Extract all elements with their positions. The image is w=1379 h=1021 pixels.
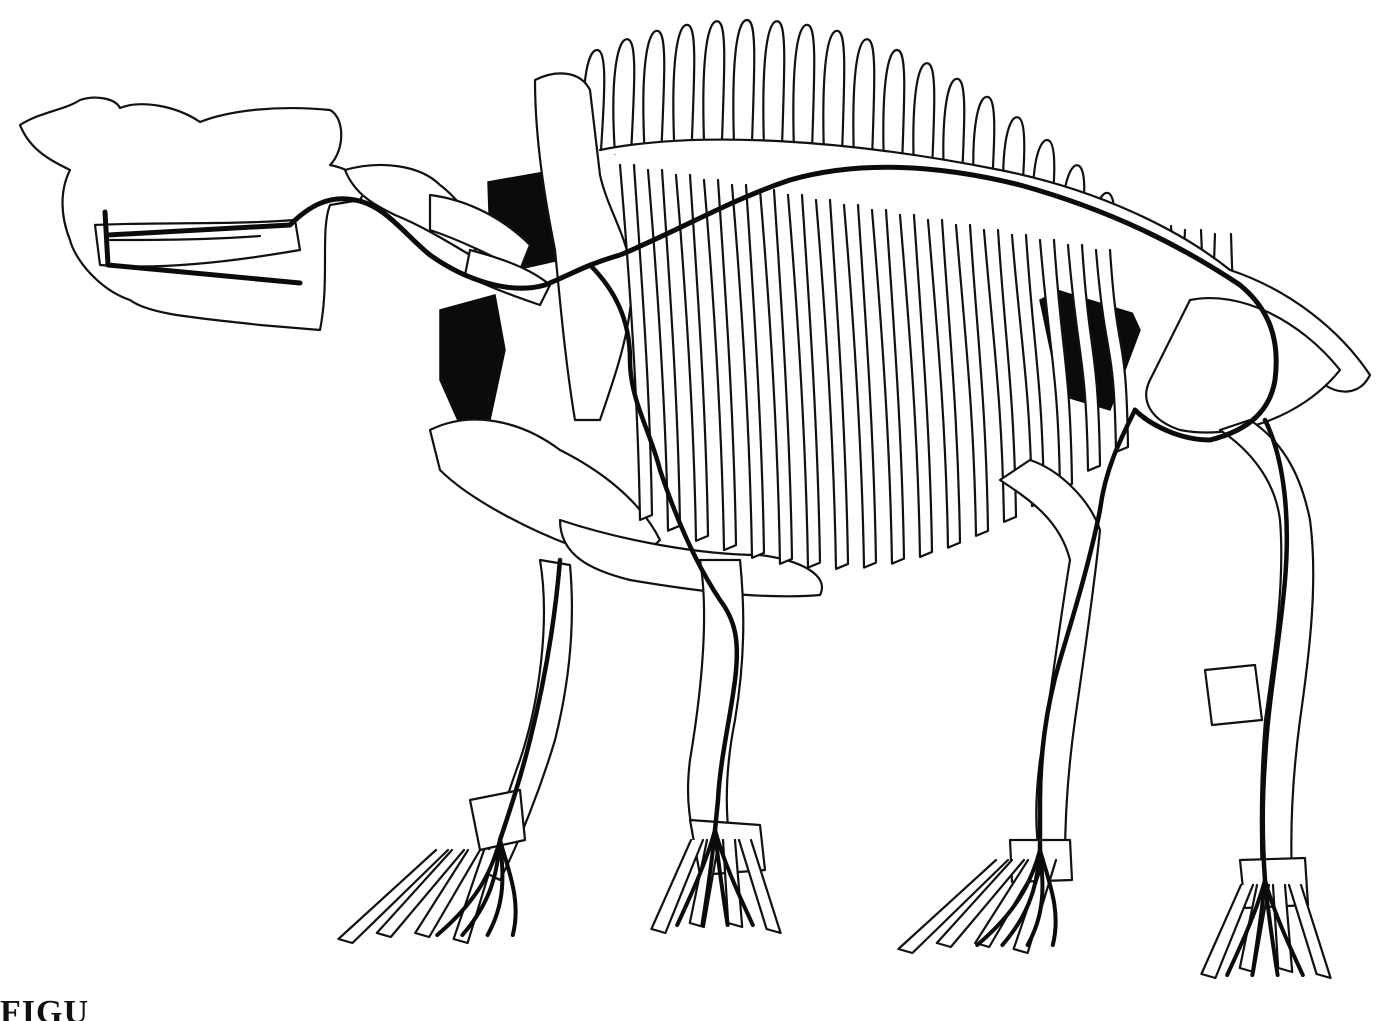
nerve-branches — [437, 830, 1303, 975]
rib — [788, 195, 820, 568]
toe-bone — [1289, 885, 1331, 978]
rib — [872, 210, 904, 564]
rib — [844, 205, 876, 568]
figure-caption: FIGU — [0, 996, 89, 1021]
rib — [704, 180, 736, 550]
dorsal-spine — [643, 31, 664, 158]
rib — [816, 200, 848, 569]
skull — [20, 98, 363, 330]
rib — [732, 185, 764, 558]
rib — [900, 215, 932, 557]
rib — [760, 190, 792, 564]
dorsal-spine — [613, 39, 634, 154]
feet — [338, 840, 1330, 978]
rib — [928, 220, 960, 548]
rib — [956, 225, 988, 536]
